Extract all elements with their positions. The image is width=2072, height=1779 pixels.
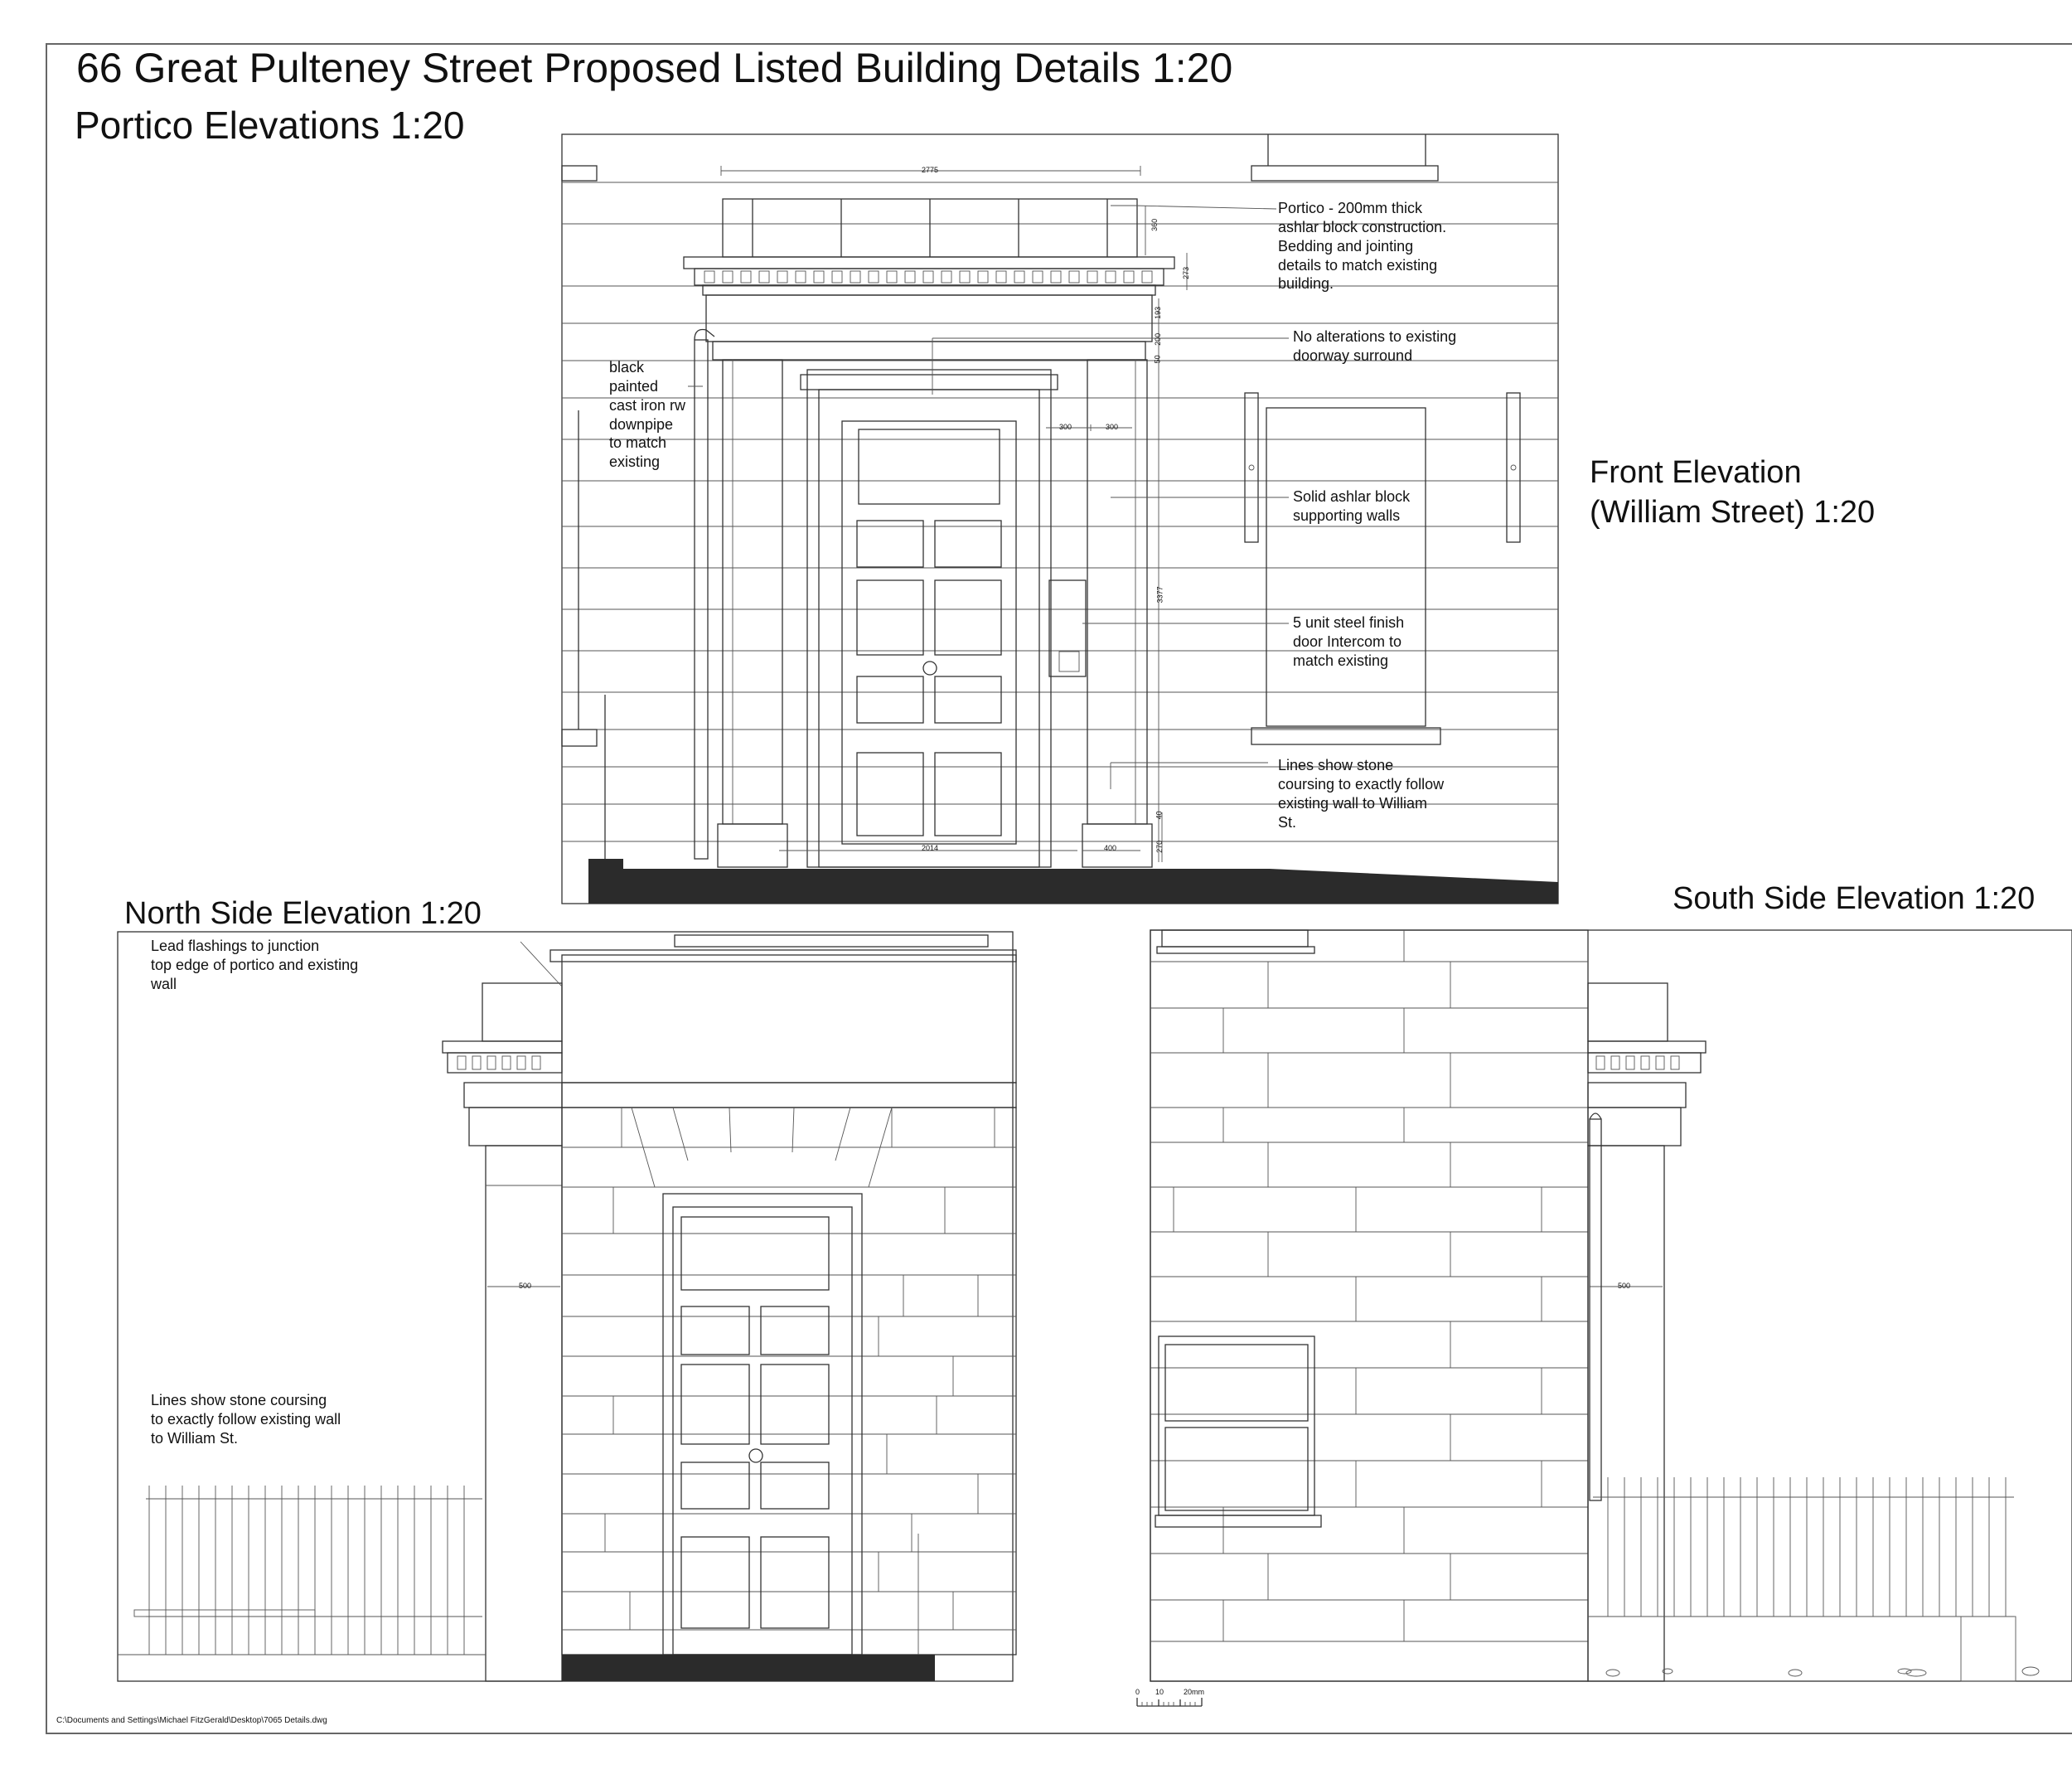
sheet-border: [46, 43, 2072, 1734]
south-railings: [1588, 1477, 2016, 1682]
north-railings: [118, 1486, 486, 1655]
note-intercom: 5 unit steel finish door Intercom to mat…: [1293, 614, 1405, 669]
dentils: [704, 270, 1153, 284]
dim-north-pier: 500: [519, 1282, 532, 1290]
north-side-elevation: [117, 931, 1017, 1682]
dim-pier-width: 400: [1104, 844, 1117, 852]
note-downpipe: black painted cast iron rw downpipe to m…: [609, 359, 686, 471]
dimension-lines: [720, 166, 1188, 862]
front-elevation-title-line2: (William Street) 1:20: [1590, 495, 1876, 530]
note-ashlar-walls: Solid ashlar block supporting walls: [1293, 488, 1411, 524]
dim-portico-width: 2775: [922, 166, 939, 174]
sheet-title: 66 Great Pulteney Street Proposed Listed…: [76, 45, 1233, 91]
south-elevation-title: South Side Elevation 1:20: [1673, 881, 2036, 916]
dim-pier-gap-b: 300: [1106, 423, 1119, 431]
dim-frieze-3: 50: [1153, 355, 1162, 364]
front-elevation: [561, 133, 1559, 904]
note-coursing-front: Lines show stone coursing to exactly fol…: [1278, 757, 1445, 831]
dim-plinth-b: 270: [1155, 840, 1164, 853]
north-wall-blocks: [562, 1108, 1016, 1631]
dim-cornice-height: 360: [1150, 218, 1159, 231]
scale-bar-tick-10: 10: [1155, 1688, 1164, 1696]
front-coursing-lines: [562, 182, 1558, 842]
dim-door-opening: 2014: [922, 844, 939, 852]
front-elevation-title-line1: Front Elevation: [1590, 455, 1802, 490]
note-lead-flashing: Lead flashings to junction top edge of p…: [151, 938, 359, 992]
dim-pier-gap-a: 300: [1059, 423, 1072, 431]
dim-frieze-2: 200: [1154, 332, 1163, 346]
south-wall-blocks: [1150, 930, 1588, 1642]
scale-bar-tick-20: 20mm: [1184, 1688, 1205, 1696]
scale-bar: [1136, 1698, 1203, 1707]
scale-bar-tick-0: 0: [1135, 1688, 1140, 1696]
dim-plinth-a: 40: [1155, 811, 1164, 820]
note-portico: Portico - 200mm thick ashlar block const…: [1278, 200, 1447, 293]
note-coursing-north: Lines show stone coursing to exactly fol…: [151, 1392, 341, 1447]
file-path: C:\Documents and Settings\Michael FitzGe…: [56, 1716, 327, 1725]
note-doorway: No alterations to existing doorway surro…: [1293, 328, 1457, 364]
dim-cornice-depth: 273: [1182, 266, 1191, 279]
dim-overall-height: 3377: [1155, 586, 1164, 604]
dim-frieze-1: 193: [1154, 306, 1163, 319]
dim-south-pier: 500: [1618, 1282, 1631, 1290]
north-elevation-title: North Side Elevation 1:20: [124, 896, 482, 931]
leader-lines: [688, 205, 1289, 789]
south-side-elevation: [1150, 929, 2072, 1682]
sheet-subtitle: Portico Elevations 1:20: [75, 104, 465, 147]
